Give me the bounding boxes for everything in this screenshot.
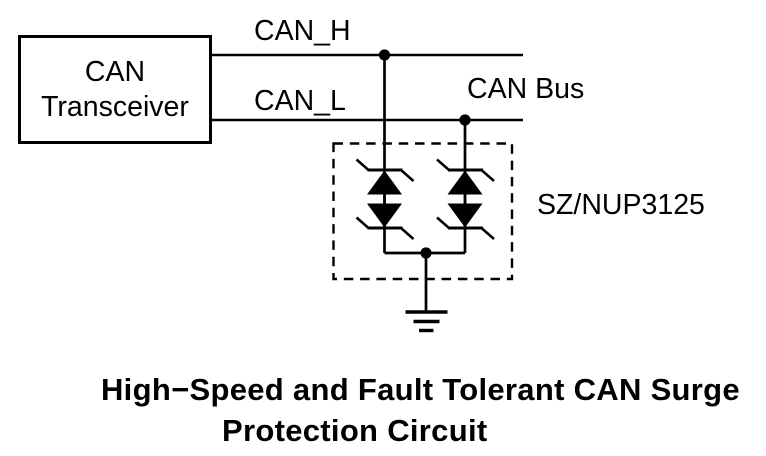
tvs-diode-pair-right-icon — [435, 158, 496, 241]
tvs-package-outline — [332, 142, 514, 281]
part-number-label: SZ/NUP3125 — [537, 189, 705, 221]
transceiver-label-line1: CAN — [84, 55, 146, 88]
caption-line2: Protection Circuit — [222, 413, 488, 448]
can-h-label: CAN_H — [254, 15, 351, 47]
caption-line1: High−Speed and Fault Tolerant CAN Surge — [101, 372, 740, 407]
can-bus-label: CAN Bus — [467, 73, 585, 105]
can-h-junction-dot — [378, 49, 391, 61]
transceiver-label-line2: Transceiver — [41, 90, 189, 123]
tvs-diode-pair-left-icon — [355, 158, 415, 241]
can-l-label: CAN_L — [254, 85, 346, 117]
transceiver-box — [18, 35, 212, 144]
can-l-junction-dot — [459, 114, 471, 126]
transceiver-label: CAN Transceiver — [19, 36, 211, 143]
ground-icon — [405, 253, 448, 333]
